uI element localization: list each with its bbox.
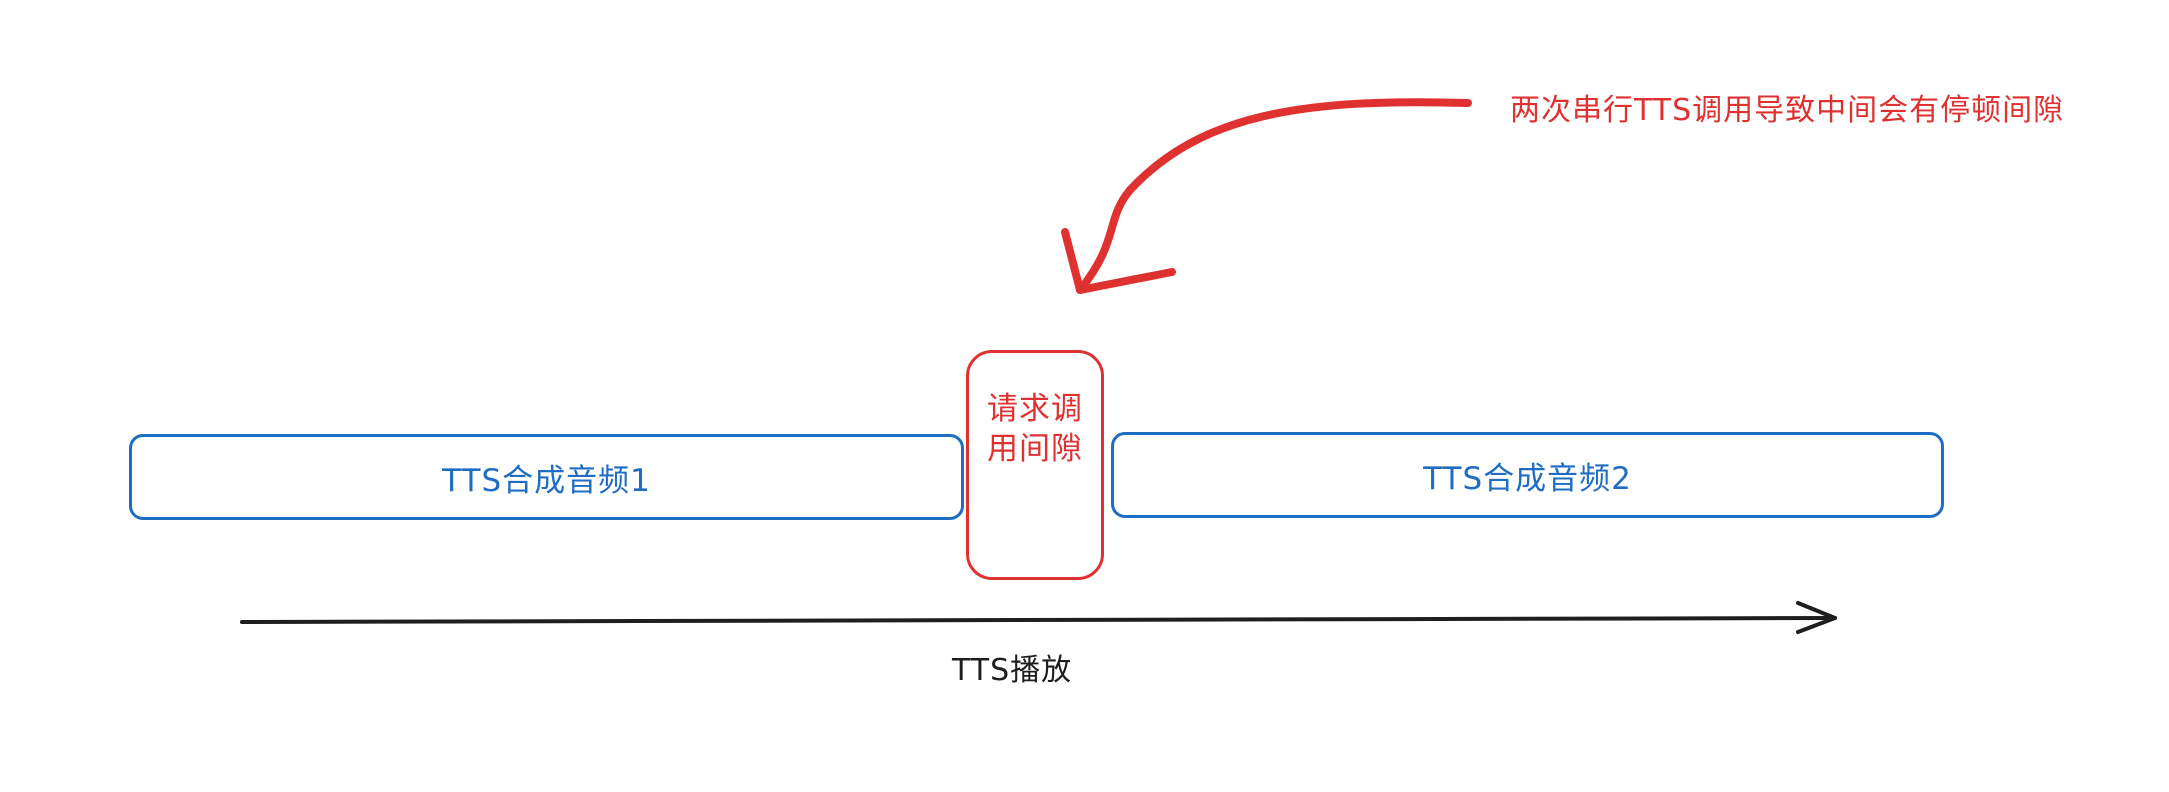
timeline-axis-label: TTS播放 (952, 653, 1073, 688)
annotation-arrow-shaft (1076, 98, 1472, 294)
tts-audio-segment-2: TTS合成音频2 (1111, 432, 1944, 518)
annotation-text: 两次串行TTS调用导致中间会有停顿间隙 (1510, 93, 2065, 128)
tts-audio-segment-1: TTS合成音频1 (129, 434, 964, 520)
tts-audio-segment-1-label: TTS合成音频1 (442, 462, 651, 499)
annotation-arrow-head (1061, 228, 1176, 294)
timeline-axis-line (240, 616, 1837, 624)
request-gap-segment-label: 请求调用间隙 (987, 391, 1083, 467)
request-gap-segment: 请求调用间隙 (966, 350, 1104, 580)
tts-audio-segment-2-label: TTS合成音频2 (1423, 460, 1632, 497)
timeline-axis-arrowhead (1796, 601, 1837, 634)
